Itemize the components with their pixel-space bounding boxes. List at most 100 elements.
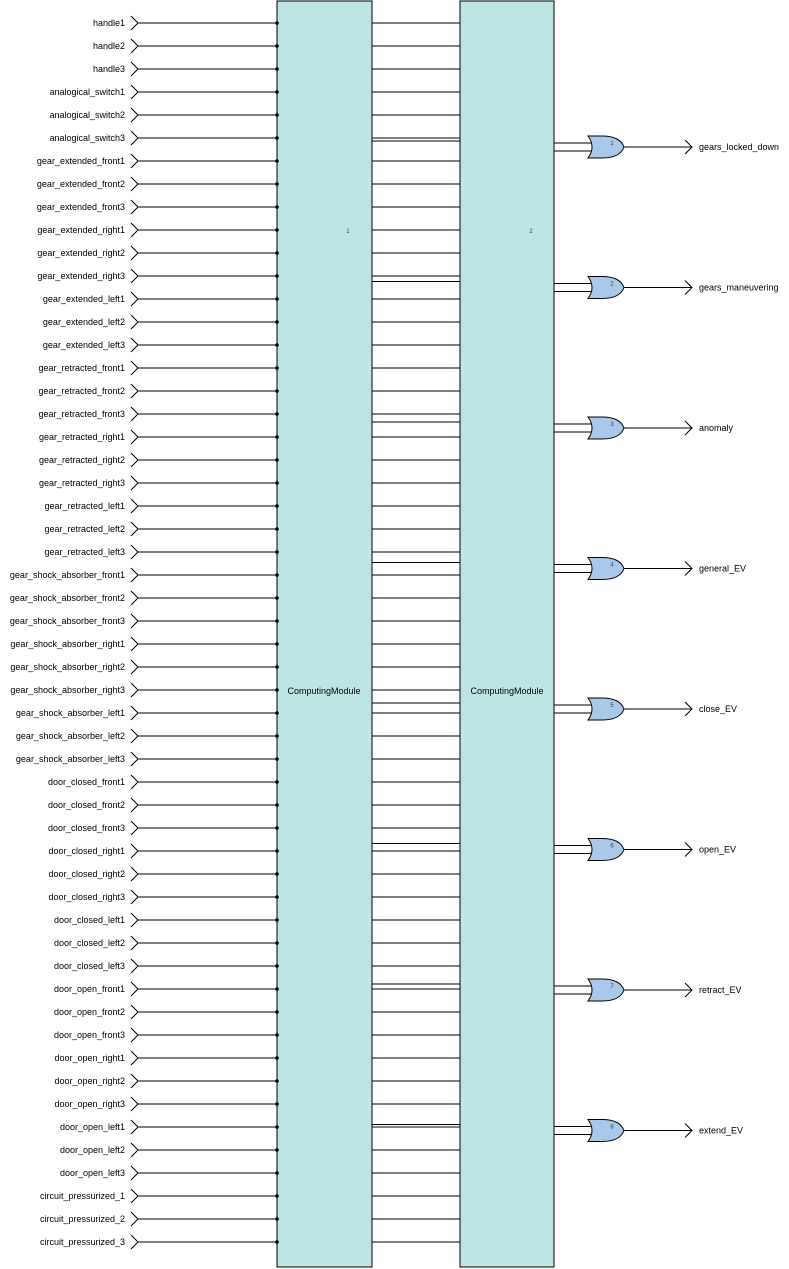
input-port-arrow[interactable] <box>130 38 139 54</box>
input-port-arrow[interactable] <box>130 153 139 169</box>
input-port-arrow[interactable] <box>130 360 139 376</box>
input-port-arrow[interactable] <box>130 176 139 192</box>
input-port-arrow[interactable] <box>130 751 139 767</box>
input-port-arrow[interactable] <box>130 958 139 974</box>
output-port-arrow[interactable] <box>684 561 693 576</box>
input-label: door_closed_left2 <box>54 938 125 948</box>
input-port-arrow[interactable] <box>130 383 139 399</box>
input-port-arrow[interactable] <box>130 1027 139 1043</box>
output-port-arrow[interactable] <box>684 420 693 436</box>
input-label: gear_extended_front1 <box>37 156 125 166</box>
computing-module-2[interactable] <box>459 0 555 1268</box>
junction-dot <box>275 596 279 600</box>
input-label: gear_retracted_front1 <box>38 363 125 373</box>
input-port-arrow[interactable] <box>130 843 139 859</box>
input-port-arrow[interactable] <box>130 774 139 790</box>
input-port-arrow[interactable] <box>130 452 139 468</box>
or-gate[interactable] <box>587 135 625 159</box>
input-label: door_closed_right3 <box>48 892 125 902</box>
output-port-arrow[interactable] <box>684 1123 693 1138</box>
or-gate[interactable] <box>587 978 625 1002</box>
input-port-arrow[interactable] <box>130 1050 139 1066</box>
or-gate[interactable] <box>587 416 625 440</box>
input-port-arrow[interactable] <box>130 314 139 330</box>
input-port-arrow[interactable] <box>130 199 139 215</box>
input-label: door_closed_left1 <box>54 915 125 925</box>
input-port-arrow[interactable] <box>130 682 139 698</box>
input-port-arrow[interactable] <box>130 15 139 31</box>
input-port-arrow[interactable] <box>130 291 139 307</box>
input-port-arrow[interactable] <box>130 797 139 813</box>
input-port-arrow[interactable] <box>130 406 139 422</box>
input-port-arrow[interactable] <box>130 268 139 284</box>
input-label: handle3 <box>93 64 125 74</box>
or-gate-number: 7 <box>610 984 614 990</box>
input-port-arrow[interactable] <box>130 728 139 744</box>
input-port-arrow[interactable] <box>130 1165 139 1181</box>
output-port-arrow[interactable] <box>684 280 693 295</box>
input-port-arrow[interactable] <box>130 636 139 652</box>
input-label: door_open_right2 <box>54 1076 125 1086</box>
input-port-arrow[interactable] <box>130 475 139 491</box>
input-port-arrow[interactable] <box>130 912 139 928</box>
input-port-arrow[interactable] <box>130 1211 139 1227</box>
input-port-arrow[interactable] <box>130 705 139 721</box>
input-port-arrow[interactable] <box>130 130 139 146</box>
input-port-arrow[interactable] <box>130 1188 139 1204</box>
output-label: gears_maneuvering <box>699 283 779 293</box>
input-port-arrow[interactable] <box>130 107 139 123</box>
input-label: gear_shock_absorber_right1 <box>10 639 125 649</box>
junction-dot <box>275 734 279 738</box>
input-port-arrow[interactable] <box>130 521 139 537</box>
input-port-arrow[interactable] <box>130 866 139 882</box>
or-gate[interactable] <box>587 557 625 580</box>
or-gate[interactable] <box>587 1119 625 1142</box>
input-port-arrow[interactable] <box>130 613 139 629</box>
or-gate[interactable] <box>587 838 625 861</box>
junction-dot <box>275 619 279 623</box>
input-port-arrow[interactable] <box>130 245 139 261</box>
or-gate[interactable] <box>587 697 625 721</box>
input-port-arrow[interactable] <box>130 889 139 905</box>
junction-dot <box>275 550 279 554</box>
input-port-arrow[interactable] <box>130 429 139 445</box>
input-port-arrow[interactable] <box>130 1119 139 1135</box>
input-port-arrow[interactable] <box>130 1004 139 1020</box>
junction-dot <box>275 665 279 669</box>
input-label: door_closed_right1 <box>48 846 125 856</box>
or-gate[interactable] <box>587 276 625 299</box>
computing-module-1[interactable] <box>276 0 373 1268</box>
junction-dot <box>275 711 279 715</box>
input-port-arrow[interactable] <box>130 1234 139 1250</box>
input-port-arrow[interactable] <box>130 981 139 997</box>
input-label: gear_shock_absorber_left1 <box>16 708 125 718</box>
input-port-arrow[interactable] <box>130 222 139 238</box>
input-port-arrow[interactable] <box>130 590 139 606</box>
input-port-arrow[interactable] <box>130 61 139 77</box>
input-port-arrow[interactable] <box>130 544 139 560</box>
output-port-arrow[interactable] <box>684 982 693 998</box>
output-label: open_EV <box>699 845 736 855</box>
input-port-arrow[interactable] <box>130 567 139 583</box>
input-port-arrow[interactable] <box>130 498 139 514</box>
junction-dot <box>275 1056 279 1060</box>
input-label: door_open_front3 <box>54 1030 125 1040</box>
junction-dot <box>275 895 279 899</box>
junction-dot <box>275 90 279 94</box>
input-port-arrow[interactable] <box>130 1096 139 1112</box>
output-label: extend_EV <box>699 1126 743 1136</box>
output-port-arrow[interactable] <box>684 842 693 857</box>
output-port-arrow[interactable] <box>684 701 693 717</box>
input-port-arrow[interactable] <box>130 820 139 836</box>
input-port-arrow[interactable] <box>130 1073 139 1089</box>
output-port-arrow[interactable] <box>684 139 693 155</box>
input-port-arrow[interactable] <box>130 659 139 675</box>
input-port-arrow[interactable] <box>130 337 139 353</box>
junction-dot <box>275 21 279 25</box>
input-label: gear_retracted_left2 <box>44 524 125 534</box>
input-port-arrow[interactable] <box>130 1142 139 1158</box>
junction-dot <box>275 757 279 761</box>
input-port-arrow[interactable] <box>130 84 139 100</box>
input-label: handle1 <box>93 18 125 28</box>
input-port-arrow[interactable] <box>130 935 139 951</box>
